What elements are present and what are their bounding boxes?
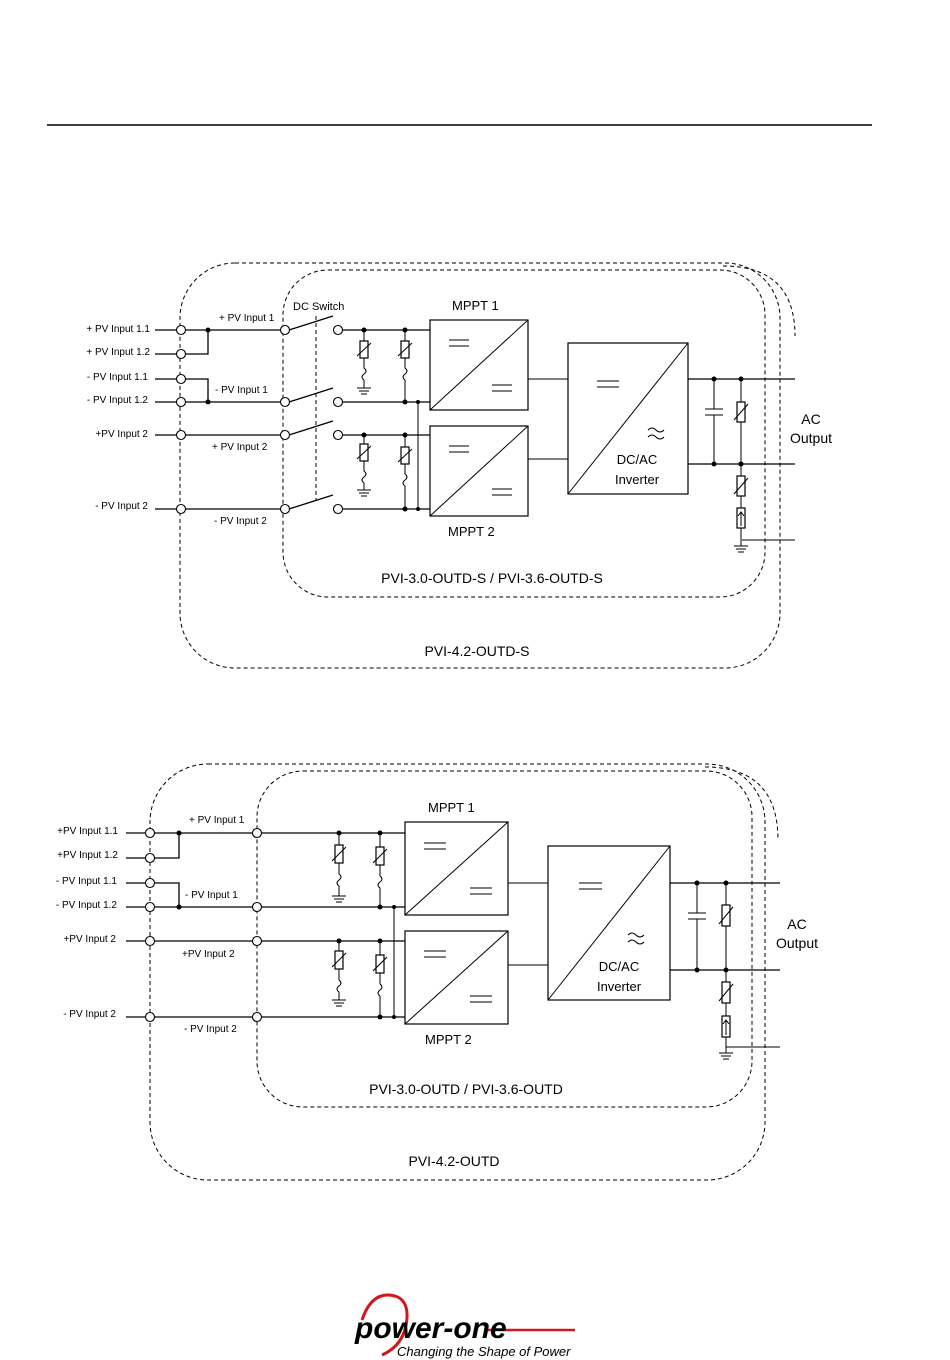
mppt2-converter (404, 930, 509, 1025)
ac-output-label: AC (801, 411, 820, 427)
inner-model-label: PVI-3.0-OUTD / PVI-3.6-OUTD (369, 1081, 563, 1097)
inverter-label: DC/AC (599, 959, 639, 974)
input-label: + PV Input 1.2 (86, 347, 150, 358)
mppt2-label: MPPT 2 (448, 524, 495, 539)
logo-swoosh (360, 1293, 409, 1357)
input-label: +PV Input 2 (63, 934, 116, 945)
mppt1-converter (429, 319, 529, 411)
mppt1-converter (404, 821, 509, 916)
internal-rail-label: + PV Input 2 (212, 442, 268, 453)
dc-ac-inverter (567, 342, 689, 495)
outer-model-label: PVI-4.2-OUTD (408, 1153, 499, 1169)
outer-enclosure-shadow (704, 766, 779, 841)
input-label: - PV Input 2 (95, 501, 148, 512)
inverter-label: Inverter (597, 979, 642, 994)
ac-output-label: AC (787, 916, 806, 932)
internal-rail-label: - PV Input 2 (184, 1024, 237, 1035)
mppt1-protection (356, 327, 413, 405)
mppt1-label: MPPT 1 (428, 800, 475, 815)
ac-output-label: Output (776, 935, 818, 951)
mppt1-label: MPPT 1 (452, 298, 499, 313)
ac-output-label: Output (790, 430, 832, 446)
inverter-label: DC/AC (617, 452, 657, 467)
input-label: - PV Input 2 (63, 1009, 116, 1020)
logo-tagline: Changing the Shape of Power (397, 1344, 571, 1359)
inverter-label: Inverter (615, 472, 660, 487)
input-label: - PV Input 1.2 (56, 900, 118, 911)
input-label: +PV Input 1.1 (57, 826, 118, 837)
internal-rail-label: - PV Input 1 (185, 890, 238, 901)
input-label: + PV Input 1.1 (86, 324, 150, 335)
input-label: - PV Input 1.1 (56, 876, 118, 887)
diagram-outd-s: + PV Input 1.1 + PV Input 1.2 - PV Input… (86, 262, 832, 669)
power-one-logo: power-one Changing the Shape of Power (354, 1293, 575, 1359)
diagram-outd: +PV Input 1.1 +PV Input 1.2 - PV Input 1… (56, 763, 818, 1181)
mppt1-protection (331, 830, 388, 910)
internal-rail-label: - PV Input 2 (214, 516, 267, 527)
mppt2-converter (429, 425, 529, 517)
input-label: +PV Input 2 (95, 429, 148, 440)
outer-enclosure-shadow (722, 265, 796, 337)
internal-rail-label: +PV Input 2 (182, 949, 235, 960)
outer-model-label: PVI-4.2-OUTD-S (424, 643, 529, 659)
mppt2-label: MPPT 2 (425, 1032, 472, 1047)
internal-rail-label: - PV Input 1 (215, 385, 268, 396)
input-label: - PV Input 1.2 (87, 395, 149, 406)
dc-switch-label: DC Switch (293, 301, 344, 313)
inner-model-label: PVI-3.0-OUTD-S / PVI-3.6-OUTD-S (381, 570, 603, 586)
outer-enclosure (179, 262, 781, 669)
logo-wordmark: power-one (354, 1312, 507, 1345)
mppt2-protection (331, 938, 388, 1020)
internal-rail-label: + PV Input 1 (189, 815, 245, 826)
dc-ac-inverter (547, 845, 671, 1001)
internal-rail-label: + PV Input 1 (219, 313, 275, 324)
input-label: +PV Input 1.2 (57, 850, 118, 861)
input-label: - PV Input 1.1 (87, 372, 149, 383)
mppt2-protection (356, 432, 413, 512)
